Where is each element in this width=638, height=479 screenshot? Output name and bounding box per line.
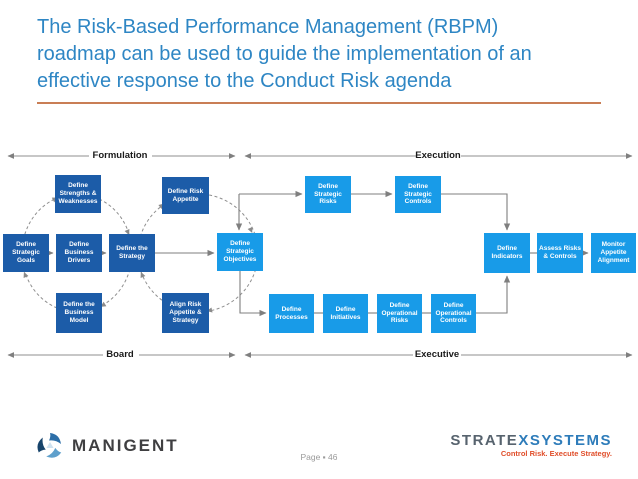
process-connectors — [46, 190, 589, 317]
section-label-execution: Execution — [415, 150, 461, 161]
stratex-wordmark-strate: STRATE — [450, 432, 519, 449]
manigent-wordmark: MANIGENT — [72, 436, 179, 455]
stratex-wordmark: STRATEXSYSTEMS — [450, 433, 612, 448]
section-label-executive: Executive — [414, 349, 460, 360]
box-define-operational-controls: Define Operational Controls — [431, 294, 476, 333]
box-define-risk-appetite: Define Risk Appetite — [162, 177, 209, 214]
stratex-tagline: Control Risk. Execute Strategy. — [500, 449, 612, 458]
slide-title-line3: effective response to the Conduct Risk a… — [37, 70, 452, 92]
box-define-operational-risks: Define Operational Risks — [377, 294, 422, 333]
box-define-strengths-weaknesses: Define Strengths & Weaknesses — [55, 175, 101, 213]
title-underline — [37, 102, 601, 104]
box-define-strategic-goals: Define Strategic Goals — [3, 234, 49, 272]
stratex-wordmark-xsystems: XSYSTEMS — [518, 432, 612, 449]
manigent-logo: MANIGENT — [36, 430, 179, 462]
stratex-logo: STRATEXSYSTEMS Control Risk. Execute Str… — [450, 433, 612, 458]
box-define-business-drivers: Define Business Drivers — [56, 234, 102, 272]
box-define-the-strategy: Define the Strategy — [109, 234, 155, 272]
slide-title-line1: The Risk-Based Performance Management (R… — [37, 16, 499, 38]
section-arrows — [7, 153, 633, 358]
section-label-formulation: Formulation — [92, 150, 148, 161]
box-monitor-appetite-alignment: Monitor Appetite Alignment — [591, 233, 636, 273]
box-align-risk-appetite-strategy: Align Risk Appetite & Strategy — [162, 293, 209, 333]
box-define-indicators: Define Indicators — [484, 233, 530, 273]
box-define-processes: Define Processes — [269, 294, 314, 333]
slide-title-line2: roadmap can be used to guide the impleme… — [37, 43, 532, 65]
box-define-initiatives: Define Initiatives — [323, 294, 368, 333]
manigent-logo-icon — [37, 433, 62, 458]
section-label-board: Board — [106, 349, 134, 360]
box-define-strategic-controls: Define Strategic Controls — [395, 176, 441, 213]
page-number: Page ▪ 46 — [300, 452, 338, 462]
box-assess-risks-controls: Assess Risks & Controls — [537, 233, 583, 273]
slide-title: The Risk-Based Performance Management (R… — [37, 14, 612, 95]
box-define-strategic-objectives: Define Strategic Objectives — [217, 233, 263, 271]
box-define-the-business-model: Define the Business Model — [56, 293, 102, 333]
box-define-strategic-risks: Define Strategic Risks — [305, 176, 351, 213]
